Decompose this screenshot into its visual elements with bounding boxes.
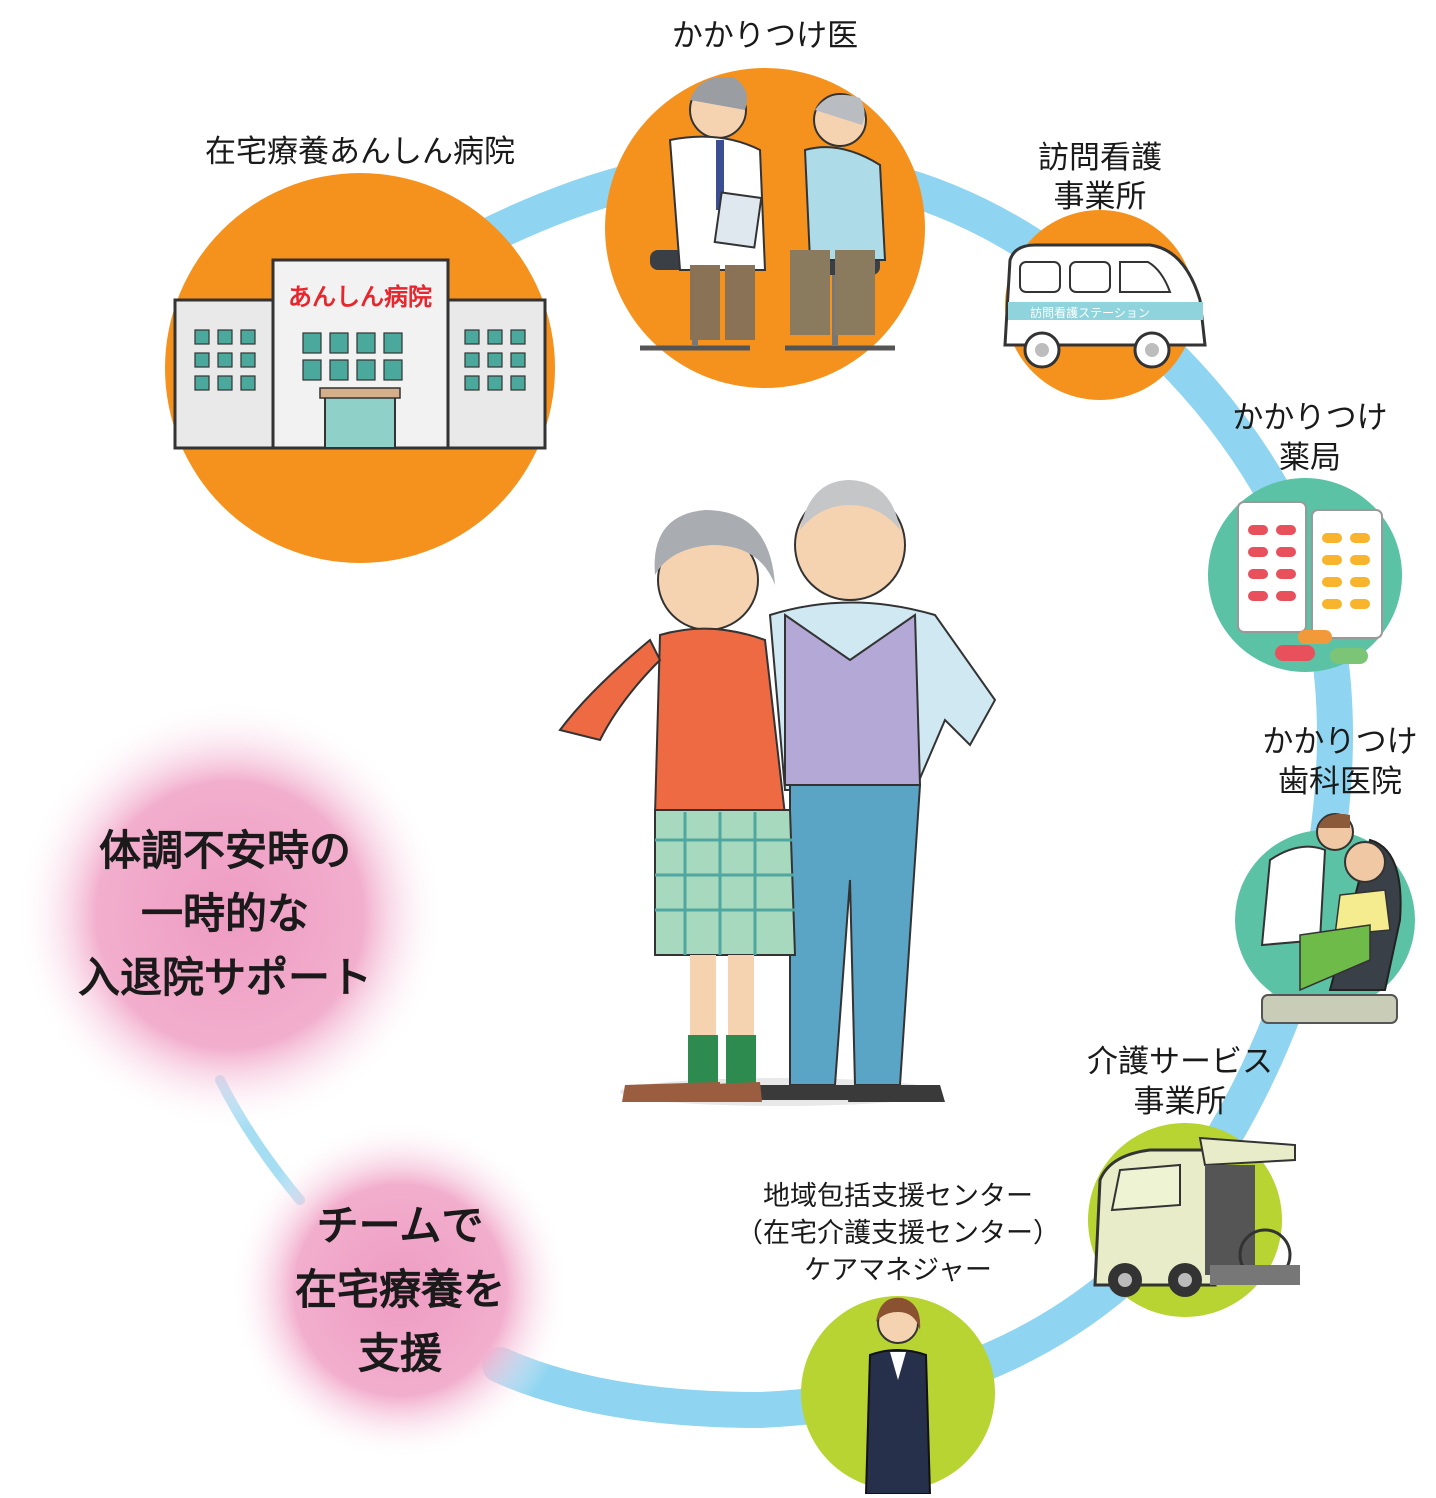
bubble-top-line1: 体調不安時の [99,826,351,875]
doctor-consultation-icon [640,76,895,351]
care-manager-label-line3: ケアマネジャー [804,1255,992,1286]
hospital-node[interactable]: あんしん病院 在宅療養あんしん病院 [165,134,555,563]
nursing-label-line1: 訪問看護 [1038,140,1162,176]
nursing-node[interactable]: 訪問看護ステーション 訪問看護 事業所 [1003,140,1207,400]
bubble-top-line3: 入退院サポート [78,953,372,1002]
hospital-icon: あんしん病院 [173,258,547,450]
care-service-label-line2: 事業所 [1134,1084,1227,1120]
pharmacy-label-line1: かかりつけ [1232,400,1387,436]
support-bubble-top: 体調不安時の 一時的な 入退院サポート [15,700,445,1130]
dental-chair-icon [1260,813,1402,1024]
dental-label-line1: かかりつけ [1262,724,1417,760]
bubble-top-line2: 一時的な [141,889,309,938]
hospital-label: 在宅療養あんしん病院 [205,134,515,170]
care-service-label-line1: 介護サービス [1087,1044,1273,1080]
nursing-van-icon: 訪問看護ステーション [1003,243,1207,369]
bubble-bottom-line1: チームで [317,1201,484,1250]
care-manager-node[interactable]: 地域包括支援センター （在宅介護支援センター） ケアマネジャー [736,1181,1060,1495]
dental-label-line2: 歯科医院 [1278,764,1402,800]
bubble-bottom-line2: 在宅療養を [295,1265,505,1314]
van-text: 訪問看護ステーション [1030,305,1150,320]
care-service-node[interactable]: 介護サービス 事業所 [1087,1044,1300,1317]
pharmacy-label-line2: 薬局 [1279,440,1341,476]
care-manager-icon [864,1297,932,1495]
care-manager-label-line2: （在宅介護支援センター） [736,1218,1060,1249]
care-manager-label-line1: 地域包括支援センター [763,1181,1033,1212]
pill-pack-icon [1237,501,1383,664]
nursing-label-line2: 事業所 [1054,179,1147,215]
doctor-label: かかりつけ医 [672,18,858,54]
elderly-couple-illustration [558,480,997,1106]
welfare-van-icon [1093,1136,1300,1297]
pharmacy-node[interactable]: かかりつけ 薬局 [1208,400,1402,672]
hospital-sign: あんしん病院 [288,283,432,311]
doctor-node[interactable]: かかりつけ医 [605,18,925,388]
dental-node[interactable]: かかりつけ 歯科医院 [1235,724,1418,1024]
support-bubble-bottom: チームで 在宅療養を 支援 [230,1120,570,1460]
bubble-bottom-line3: 支援 [358,1329,443,1378]
